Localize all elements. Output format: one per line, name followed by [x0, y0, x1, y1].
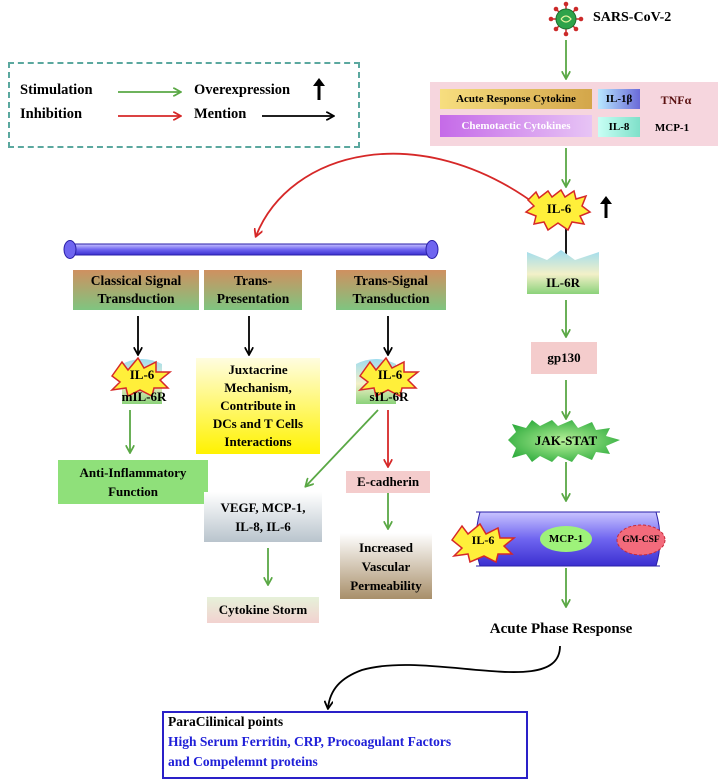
- juxtacrine-box: Juxtacrine Mechanism, Contribute in DCs …: [196, 358, 320, 454]
- chemotactic-label: Chemotactic Cytokines: [440, 115, 592, 137]
- il6-main-star: [524, 188, 592, 232]
- bar-gmcsf-label: GM-CSF: [622, 535, 660, 545]
- paraclinical-box: [162, 711, 528, 779]
- vegf-box: VEGF, MCP-1, IL-8, IL-6: [204, 492, 322, 542]
- ecadherin-box: E-cadherin: [346, 471, 430, 493]
- trans-presentation-header: Trans- Presentation: [204, 270, 302, 310]
- paraclinical-title: ParaCilinical points: [168, 714, 284, 729]
- il1b-tag: IL-1β: [598, 89, 640, 109]
- il6-main-label: IL-6: [546, 201, 572, 216]
- legend-box: [8, 62, 360, 148]
- legend-inhibition-label: Inhibition: [20, 106, 83, 122]
- sil6r-label: sIL-6R: [369, 389, 409, 404]
- paraclinical-line-2: and Compelemnt proteins: [168, 754, 318, 769]
- signaling-bar-left: [63, 240, 439, 259]
- mil6r-label: mIL-6R: [121, 389, 167, 404]
- paraclinical-arrow: [328, 645, 561, 708]
- mcp1-tag: MCP-1: [654, 122, 690, 134]
- trans-signal-header: Trans-Signal Transduction: [336, 270, 446, 310]
- trans-il6-label: IL-6: [377, 367, 403, 382]
- virus-label: SARS-CoV-2: [593, 10, 672, 25]
- gp130-box: gp130: [531, 342, 597, 374]
- jak-stat-shape: [508, 420, 620, 462]
- legend-mention-label: Mention: [194, 106, 247, 122]
- legend-stimulation-label: Stimulation: [20, 82, 93, 98]
- il8-tag: IL-8: [598, 117, 640, 137]
- jak-stat-label: JAK-STAT: [534, 433, 598, 448]
- classical-il6-label: IL-6: [129, 367, 155, 382]
- mcp1-oval: [540, 526, 592, 552]
- paraclinical-line-1: High Serum Ferritin, CRP, Procoagulant F…: [168, 734, 452, 749]
- acute-phase-label: Acute Phase Response: [489, 620, 633, 637]
- cytokine-storm-box: Cytokine Storm: [207, 597, 319, 623]
- bar-il6-label: IL-6: [471, 532, 495, 547]
- virus-icon: [548, 1, 584, 37]
- permeability-box: Increased Vascular Permeability: [340, 533, 432, 599]
- bar-mcp1-label: MCP-1: [548, 533, 584, 545]
- legend-overexpression-label: Overexpression: [194, 82, 291, 98]
- acute-response-label: Acute Response Cytokine: [440, 89, 592, 109]
- classical-header: Classical Signal Transduction: [73, 270, 199, 310]
- tnfa-tag: TNFα: [660, 92, 692, 107]
- inhibition-arc: [256, 152, 539, 236]
- anti-inflammatory-box: Anti-Inflammatory Function: [58, 460, 208, 504]
- il6r-label: IL-6R: [546, 275, 580, 290]
- il6r-receptor-shape: [527, 250, 599, 294]
- gmcsf-oval: [616, 524, 666, 556]
